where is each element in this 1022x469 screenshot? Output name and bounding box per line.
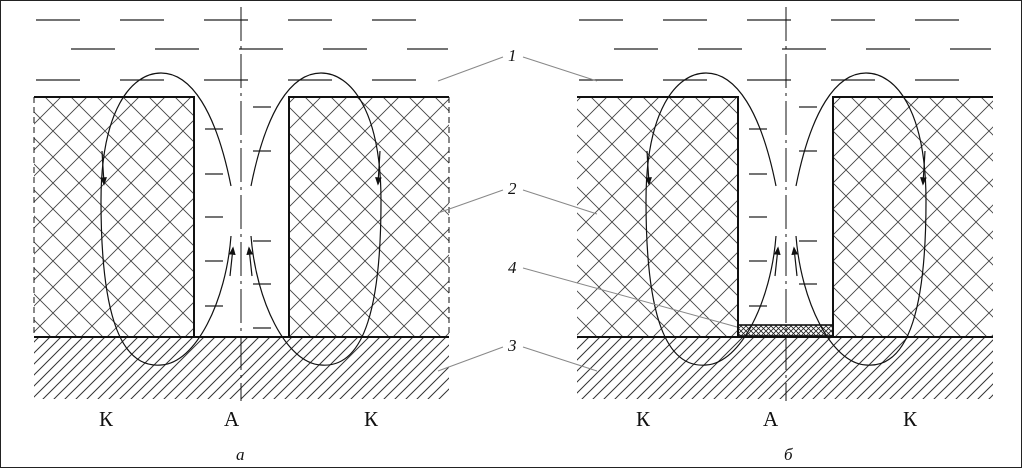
electrolyte-b [579,19,991,81]
panel-a: К А К а [33,7,450,464]
substrate-b [577,337,993,399]
label-cathode-left-a: К [99,407,114,431]
callout-4: 4 [508,258,517,277]
cathode-left-a [34,97,194,336]
callout-2: 2 [508,179,517,198]
channel-dashes-a [205,106,271,329]
caption-b: б [784,445,793,464]
leader-lines [437,56,738,372]
cathode-left-b [577,97,738,336]
label-anode-b: А [763,407,779,431]
caption-a: а [236,445,245,464]
callout-3: 3 [507,336,517,355]
flow-lines-b [645,72,927,366]
label-anode-a: А [224,407,240,431]
cathode-right-b [833,97,993,336]
cathode-right-a [289,97,449,336]
callout-1: 1 [508,46,517,65]
panel-b: К А К б [577,7,993,464]
channel-dashes-b [749,106,817,307]
label-cathode-right-b: К [903,407,918,431]
label-cathode-right-a: К [364,407,379,431]
electrolyte-a [36,19,448,81]
label-cathode-left-b: К [636,407,651,431]
flow-lines-a [100,72,382,366]
